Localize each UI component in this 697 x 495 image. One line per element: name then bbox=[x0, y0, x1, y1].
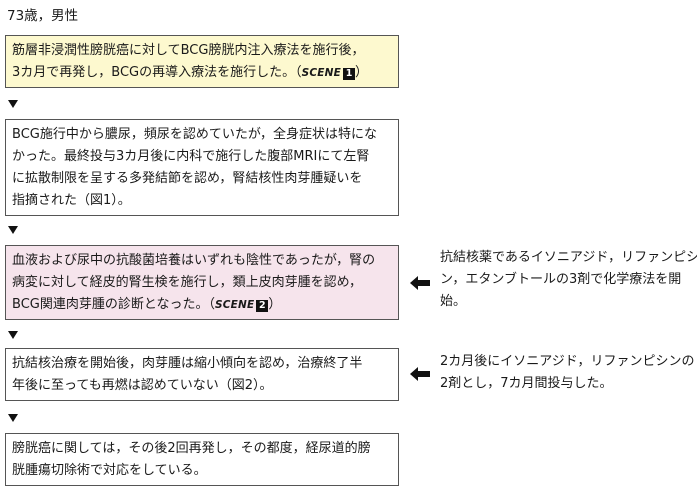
side-note-line: 2カ月後にイソニアジド，リファンピシンの bbox=[440, 354, 695, 369]
box-line: かった。最終投与3カ月後に内科で施行した腹部MRIにて左腎 bbox=[12, 149, 370, 164]
box-line: BCG施行中から膿尿，頻尿を認めていたが，全身症状は特にな bbox=[12, 127, 378, 142]
box-line: 血液および尿中の抗酸菌培養はいずれも陰性であったが，腎の bbox=[12, 253, 376, 268]
scene-label: SCENE bbox=[214, 299, 255, 311]
box-line-text: BCG関連肉芽腫の診断となった。（ bbox=[12, 297, 215, 312]
case-box-3: 血液および尿中の抗酸菌培養はいずれも陰性であったが，腎の 病変に対して経皮的腎生… bbox=[5, 245, 399, 320]
box-line: 年後に至っても再燃は認めていない（図2）。 bbox=[12, 378, 273, 393]
down-arrow-icon bbox=[8, 331, 18, 339]
scene-number-badge: 2 bbox=[256, 300, 269, 312]
patient-header: 73歳，男性 bbox=[7, 8, 79, 24]
box-line: 膀胱癌に関しては，その後2回再発し，その都度，経尿道的膀 bbox=[12, 441, 371, 456]
case-box-2: BCG施行中から膿尿，頻尿を認めていたが，全身症状は特にな かった。最終投与3カ… bbox=[5, 119, 399, 216]
box-line: 筋層非浸潤性膀胱癌に対してBCG膀胱内注入療法を施行後， bbox=[12, 43, 365, 58]
box-line: 抗結核治療を開始後，肉芽腫は縮小傾向を認め，治療終了半 bbox=[12, 356, 363, 371]
scene-close: ） bbox=[268, 297, 282, 312]
box-line-text: 3カ月で再発し，BCGの再導入療法を施行した。（ bbox=[12, 65, 302, 80]
box-line: 病変に対して経皮的腎生検を施行し，類上皮肉芽腫を認め， bbox=[12, 275, 362, 290]
case-box-5: 膀胱癌に関しては，その後2回再発し，その都度，経尿道的膀 胱腫瘍切除術で対応をし… bbox=[5, 433, 399, 486]
side-note-line: 抗結核薬であるイソニアジド，リファンピシ bbox=[440, 250, 697, 265]
down-arrow-icon bbox=[8, 414, 18, 422]
side-note-line: 2剤とし，7カ月間投与した。 bbox=[440, 376, 613, 391]
case-box-4: 抗結核治療を開始後，肉芽腫は縮小傾向を認め，治療終了半 年後に至っても再燃は認め… bbox=[5, 348, 399, 401]
case-box-1: 筋層非浸潤性膀胱癌に対してBCG膀胱内注入療法を施行後， 3カ月で再発し，BCG… bbox=[5, 35, 399, 88]
scene-number-badge: 1 bbox=[343, 68, 356, 80]
box-line: 胱腫瘍切除術で対応をしている。 bbox=[12, 463, 207, 478]
side-note-1: 抗結核薬であるイソニアジド，リファンピシ ン，エタンブトールの3剤で化学療法を開… bbox=[440, 247, 697, 313]
box-line: 指摘された（図1）。 bbox=[12, 193, 131, 208]
box-line: に拡散制限を呈する多発結節を認め，腎結核性肉芽腫疑いを bbox=[12, 171, 363, 186]
left-arrow-icon bbox=[410, 367, 430, 381]
down-arrow-icon bbox=[8, 100, 18, 108]
scene-label: SCENE bbox=[301, 67, 342, 79]
side-note-2: 2カ月後にイソニアジド，リファンピシンの 2剤とし，7カ月間投与した。 bbox=[440, 351, 695, 395]
side-note-line: ン，エタンブトールの3剤で化学療法を開 bbox=[440, 272, 682, 287]
scene-close: ） bbox=[355, 65, 369, 80]
left-arrow-icon bbox=[410, 276, 430, 290]
down-arrow-icon bbox=[8, 226, 18, 234]
side-note-line: 始。 bbox=[440, 294, 467, 309]
